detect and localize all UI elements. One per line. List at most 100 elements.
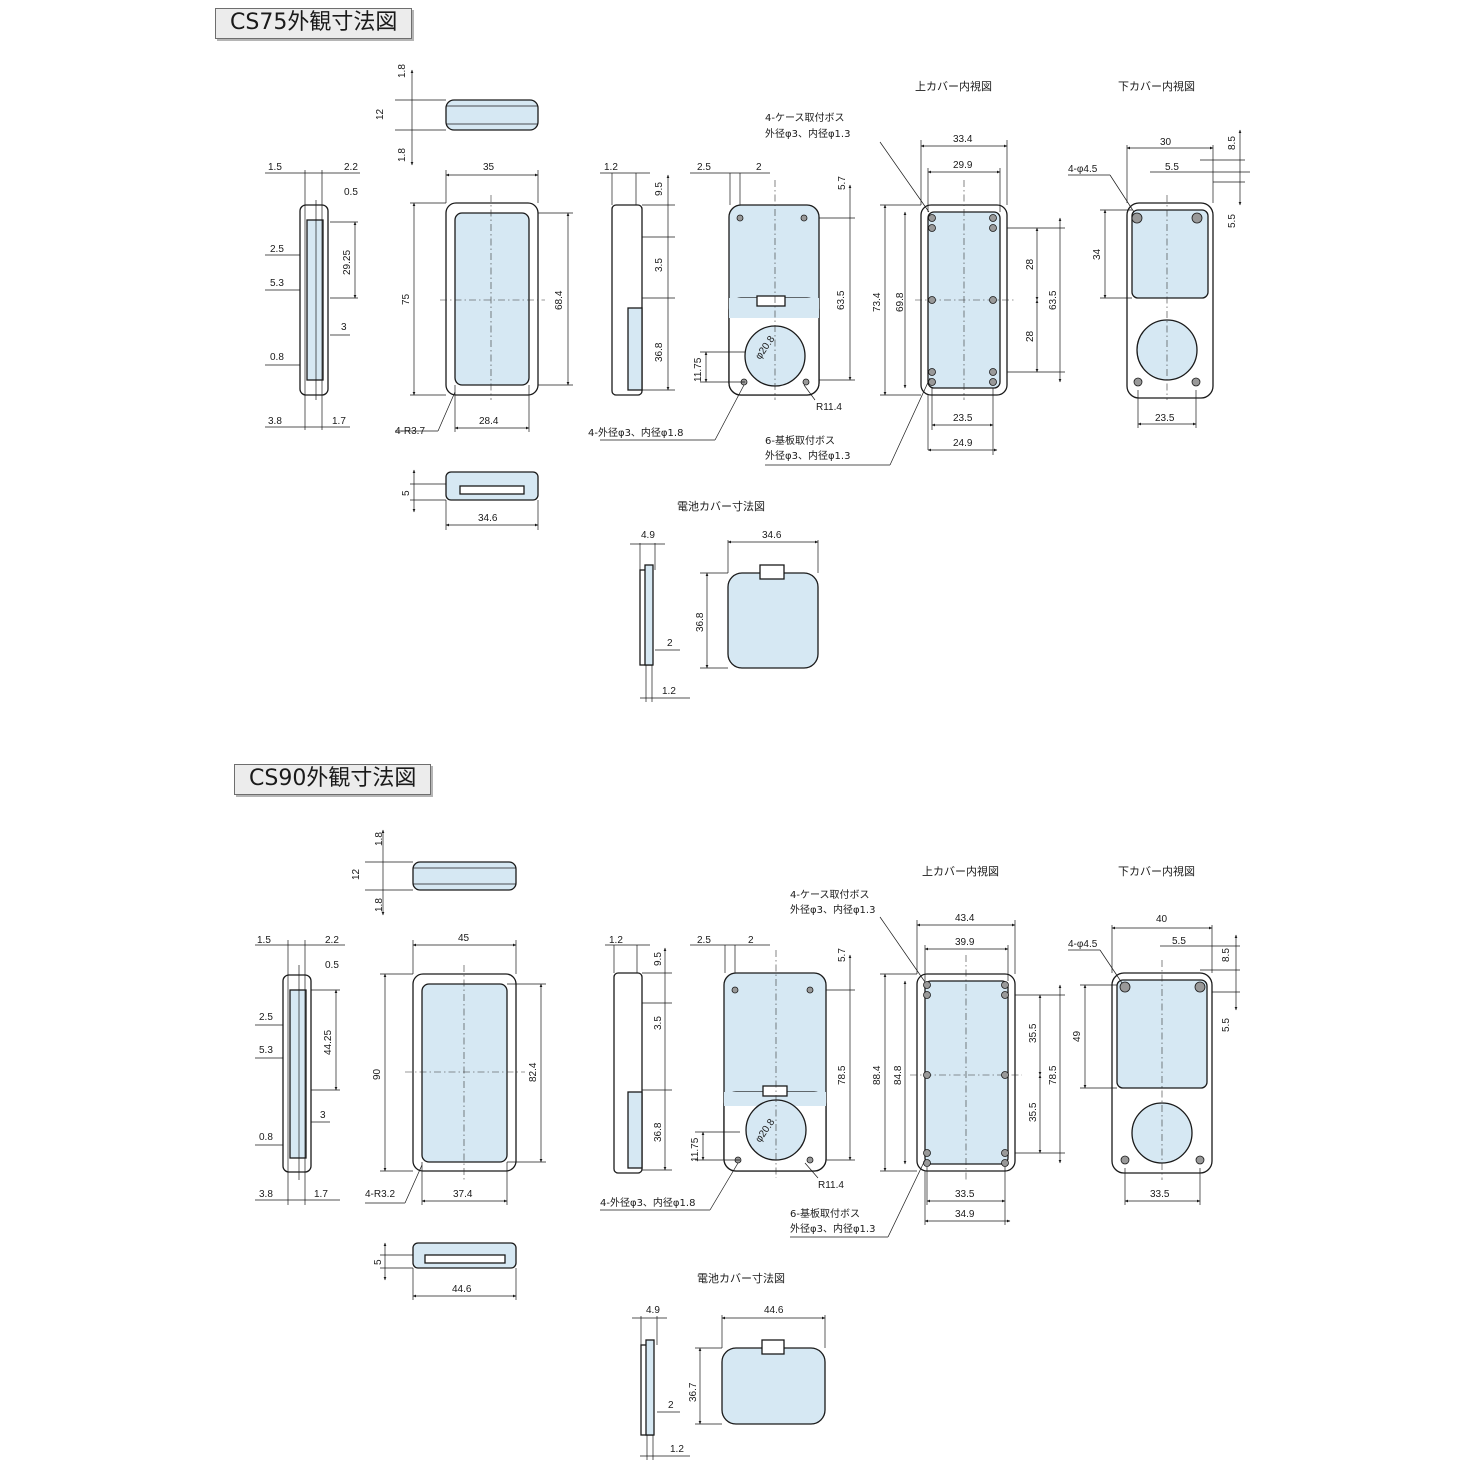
cs75-bottom-cover: 下カバー内視図 30 5.5 8.5 [1068,79,1250,428]
dim-text: 28.4 [479,416,499,427]
cs75-drawing: 1.8 12 1.8 1.5 2.2 0.5 2.5 29.25 5.3 [265,64,1250,702]
dim-text: 88.4 [872,1065,883,1085]
bottom-cover-header: 下カバー内視図 [1118,864,1195,878]
dim-text: 1.2 [604,162,618,173]
note-text: 4-外径φ3、内径φ1.8 [600,1196,695,1209]
note-text: R11.4 [816,402,842,413]
cs75-front-view: 35 75 68.4 28.4 4-R3.7 [395,162,573,437]
dim-text: 11.75 [693,357,704,382]
note-text: 4-外径φ3、内径φ1.8 [588,426,683,439]
dim-text: 1.2 [609,935,623,946]
dim-text: 3.8 [268,416,282,427]
cs75-top-view: 1.8 12 1.8 [375,64,539,166]
dim-text: 28 [1025,330,1036,342]
dim-text: 3.5 [653,1016,664,1030]
cs75-battery-cover: 電池カバー寸法図 4.9 34.6 36.8 2 1.2 [630,499,819,702]
cs90-rear-view: 2.5 2 5.7 78.5 11.75 φ20.8 R11.4 4-外径φ3、… [600,935,855,1211]
dim-text: 5.5 [1227,214,1238,228]
dim-text: 24.9 [953,438,973,449]
dim-text: 29.9 [953,160,973,171]
dim-text: 5 [401,490,412,496]
dim-text: 2 [667,638,673,649]
cs75-top-cover: 上カバー内視図 [765,79,1065,466]
dim-text: 78.5 [1048,1065,1059,1085]
note-text: 外径φ3、内径φ1.3 [765,127,850,140]
dim-text: 23.5 [1155,413,1175,424]
cs90-drawing: 1.8 12 1.8 1.5 2.2 0.5 2.5 44.25 5.3 [255,829,1240,1460]
note-text: 4-φ4.5 [1068,939,1098,950]
dim-text: 3 [341,322,347,333]
dim-text: 5.7 [837,176,848,190]
cs75-side-view: 1.5 2.2 0.5 2.5 29.25 5.3 3 0.8 3.8 1.7 [265,162,360,430]
dim-text: 1.8 [374,832,385,846]
dim-text: 36.8 [653,1122,664,1142]
cs90-front-view: 45 90 82.4 37.4 4-R3.2 [365,933,546,1205]
dim-text: 49 [1072,1030,1083,1042]
note-text: R11.4 [818,1180,844,1191]
dim-text: 33.5 [955,1189,975,1200]
dim-text: 0.8 [259,1132,273,1143]
battery-cover-header: 電池カバー寸法図 [697,1271,785,1285]
note-text: 4-φ4.5 [1068,164,1098,175]
dim-text: 78.5 [837,1065,848,1085]
dim-text: 82.4 [528,1062,539,1082]
dim-text: 45 [458,933,470,944]
dim-text: 5.3 [259,1045,273,1056]
note-text: 6-基板取付ボス [790,1207,860,1220]
top-cover-header: 上カバー内視図 [915,79,992,93]
dim-text: 12 [375,108,386,120]
dim-text: 34.6 [762,530,782,541]
dim-text: 0.5 [325,960,339,971]
dim-text: 23.5 [953,413,973,424]
dim-text: 5.3 [270,278,284,289]
dim-text: 33.5 [1150,1189,1170,1200]
dim-text: 73.4 [872,292,883,312]
dim-text: 69.8 [895,292,906,312]
dim-text: 39.9 [955,937,975,948]
dim-text: 2 [756,162,762,173]
dim-text: 12 [351,868,362,880]
dim-text: 8.5 [1221,948,1232,962]
dim-text: 63.5 [836,290,847,310]
note-text: 4-R3.7 [395,426,425,437]
bottom-cover-header: 下カバー内視図 [1118,79,1195,93]
cs90-side-view: 1.5 2.2 0.5 2.5 44.25 5.3 3 0.8 3.8 1.7 [255,935,345,1205]
dim-text: 2.5 [697,162,711,173]
dim-text: 5.7 [837,948,848,962]
cs90-battery-cover: 電池カバー寸法図 4.9 44.6 36.7 2 1.2 [632,1271,826,1460]
dim-text: 2.5 [697,935,711,946]
note-text: 4-ケース取付ボス [765,111,844,124]
dim-text: 44.6 [764,1305,784,1316]
dim-text: 1.5 [268,162,282,173]
dim-text: 36.7 [688,1382,699,1402]
dim-text: 5 [373,1259,384,1265]
dim-text: 35 [483,162,495,173]
cs75-rear-view: 2.5 2 5.7 63.5 11.75 φ20.8 R11.4 4-外径φ3、… [588,162,855,441]
cs75-bottom-view: 5 34.6 [401,469,539,530]
note-text: 4-ケース取付ボス [790,888,869,901]
dim-text: 36.8 [654,342,665,362]
dim-text: 1.2 [670,1444,684,1455]
dim-text: 33.4 [953,134,973,145]
dim-text: 1.7 [314,1189,328,1200]
dim-text: 2.5 [259,1012,273,1023]
dim-text: 5.5 [1165,162,1179,173]
note-text: 外径φ3、内径φ1.3 [790,903,875,916]
note-text: 6-基板取付ボス [765,434,835,447]
dim-text: 4.9 [646,1305,660,1316]
cs75-edge-view: 1.2 9.5 3.5 36.8 [600,162,675,396]
section-title-cs90: CS90外観寸法図 [234,764,432,795]
dim-text: 4.9 [641,530,655,541]
top-cover-header: 上カバー内視図 [922,864,999,878]
dim-text: 1.8 [397,64,408,78]
note-text: 外径φ3、内径φ1.3 [790,1222,875,1235]
dim-text: 2.2 [344,162,358,173]
note-text: 外径φ3、内径φ1.3 [765,449,850,462]
dim-text: 84.8 [893,1065,904,1085]
dim-text: 28 [1025,258,1036,270]
dim-text: 2.2 [325,935,339,946]
cs90-bottom-cover: 下カバー内視図 40 5.5 8.5 [1068,864,1240,1205]
dim-text: 8.5 [1227,136,1238,150]
dim-text: 0.5 [344,187,358,198]
